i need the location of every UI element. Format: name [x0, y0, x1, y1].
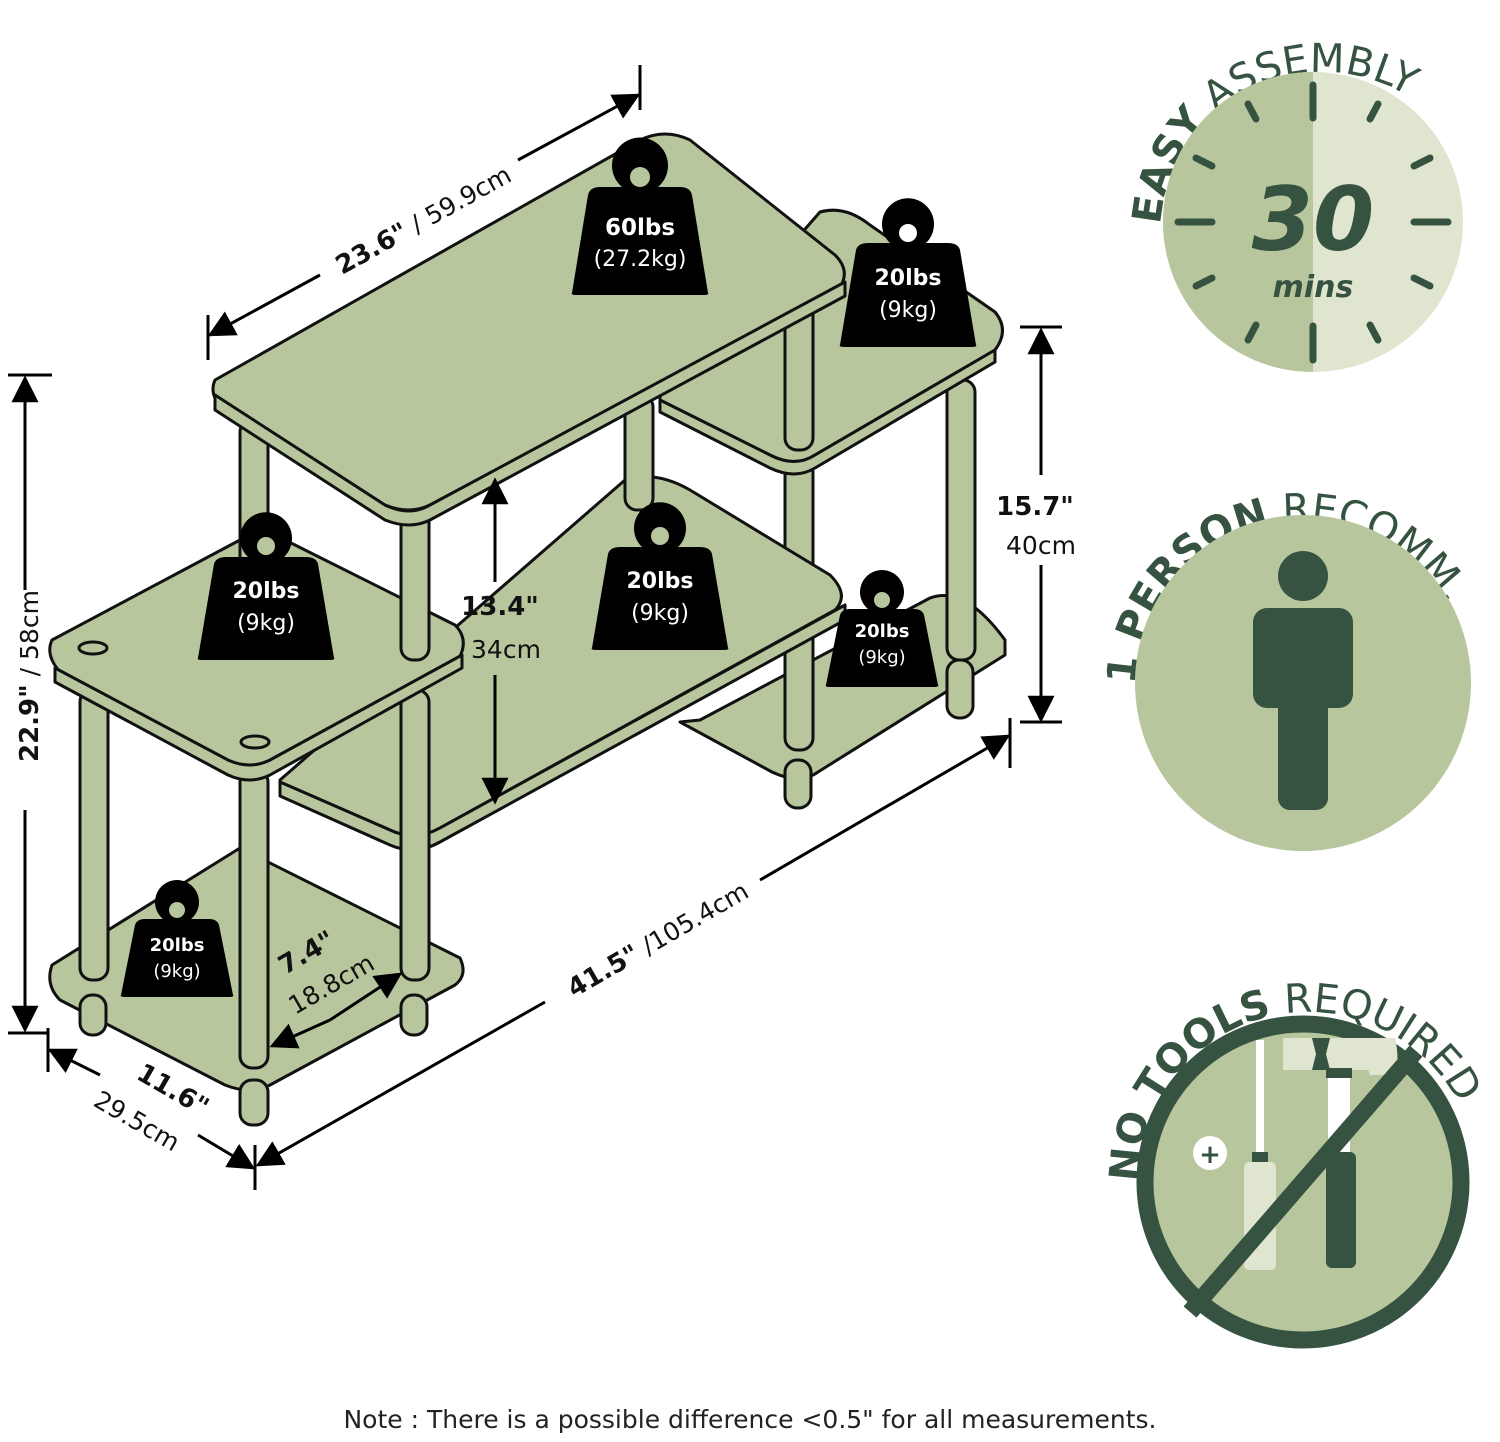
weight-icon-top: 60lbs (27.2kg) [571, 137, 709, 295]
timer-half [1163, 72, 1313, 372]
badge-easy-assembly: EASY ASSEMBLY 30 mins [1124, 36, 1463, 372]
dim-cm: /105.4cm [630, 876, 754, 964]
svg-text:41.5" /105.4cm: 41.5" /105.4cm [563, 876, 754, 1004]
foot [783, 758, 813, 810]
badge-no-tools: NO TOOLS REQUIRED + [1101, 976, 1490, 1349]
foot [399, 993, 429, 1037]
weight-kg: (9kg) [631, 601, 689, 626]
weight-kg: (9kg) [858, 647, 905, 668]
timer-unit: mins [1273, 270, 1354, 305]
person-icon [1253, 551, 1353, 810]
top-shelf [211, 132, 847, 527]
post [238, 768, 270, 1070]
dimension-right-height: 15.7" 40cm [996, 492, 1076, 560]
weight-lbs: 20lbs [150, 935, 205, 956]
weight-icon-left-bottom: 20lbs (9kg) [120, 880, 234, 997]
post [945, 378, 977, 662]
timer-number: 30 [1252, 168, 1374, 271]
weight-lbs: 20lbs [233, 579, 300, 604]
weight-icon-middle: 20lbs (9kg) [591, 502, 729, 650]
svg-text:22.9" / 58cm: 22.9" / 58cm [15, 590, 45, 762]
weight-lbs: 20lbs [855, 621, 910, 642]
weight-lbs: 20lbs [627, 569, 694, 594]
dim-inch: 13.4" [461, 592, 539, 622]
weight-lbs: 20lbs [875, 266, 942, 291]
dimension-total-length: 41.5" /105.4cm [563, 876, 754, 1004]
dim-cm: 40cm [1006, 531, 1076, 560]
dim-inch: 22.9" [15, 684, 45, 762]
prohibition-slash [1183, 1045, 1423, 1318]
weight-icon-right-bottom: 20lbs (9kg) [825, 570, 939, 687]
hammer-icon [1283, 1038, 1398, 1268]
foot [945, 658, 975, 720]
weight-kg: (9kg) [879, 298, 937, 323]
badge-one-person: 1 PERSON RECOMM. [1099, 486, 1478, 851]
dim-cm: 34cm [471, 635, 541, 664]
dim-cm: / 58cm [15, 590, 44, 684]
measurement-note: Note : There is a possible difference <0… [343, 1405, 1157, 1434]
weight-kg: (9kg) [237, 611, 295, 636]
foot [78, 993, 108, 1037]
dimension-total-height: 22.9" / 58cm [15, 590, 45, 762]
weight-icon-right-top: 20lbs (9kg) [839, 198, 977, 347]
dim-inch: 41.5" [563, 939, 645, 1004]
dimension-lines [8, 65, 1062, 1190]
dim-inch: 15.7" [996, 492, 1074, 522]
dimension-inner-height: 13.4" 34cm [461, 592, 541, 664]
weight-kg: (9kg) [153, 961, 200, 982]
timer-ticks [1174, 81, 1452, 364]
dim-inch: 23.6" [331, 217, 414, 281]
svg-text:+: + [1199, 1140, 1221, 1170]
weight-lbs: 60lbs [605, 215, 675, 241]
dimension-depth: 11.6" 29.5cm [89, 1058, 214, 1157]
post [399, 688, 431, 982]
weight-icon-left-top: 20lbs (9kg) [197, 512, 335, 660]
post [78, 688, 110, 982]
foot [238, 1078, 270, 1127]
weight-kg: (27.2kg) [594, 247, 687, 272]
